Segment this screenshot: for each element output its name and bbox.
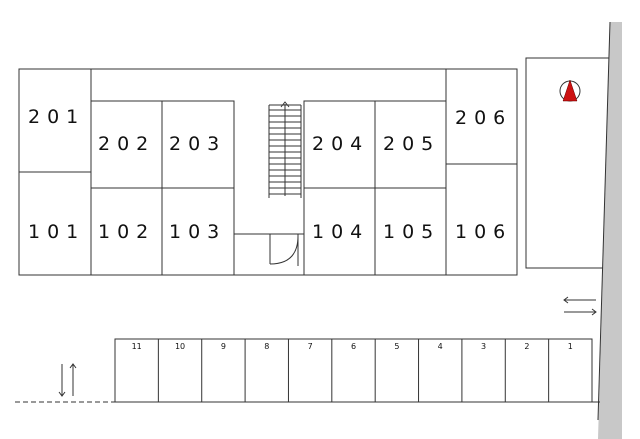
parking-slot-label: 3	[481, 342, 486, 351]
unit-block-206-106	[445, 68, 518, 276]
parking-slot-label: 10	[175, 342, 185, 351]
room-104-label: 104	[312, 221, 369, 243]
room-202-label: 202	[98, 133, 155, 155]
road-edge	[597, 21, 611, 421]
room-205-label: 205	[383, 133, 440, 155]
room-105-label: 105	[383, 221, 440, 243]
door-swing	[269, 235, 299, 265]
north-arrow-icon	[559, 79, 581, 102]
parking-outline	[114, 338, 593, 403]
room-102-label: 102	[98, 221, 155, 243]
parking-slot-label: 1	[568, 342, 573, 351]
room-101-label: 101	[28, 221, 85, 243]
room-206-label: 206	[455, 107, 512, 129]
parking-slot-label: 9	[221, 342, 226, 351]
two-way-arrow-vertical-icon	[58, 363, 77, 397]
parking-slot-label: 6	[351, 342, 356, 351]
parking-slot-label: 4	[438, 342, 443, 351]
parking-slot-label: 11	[132, 342, 142, 351]
road	[598, 22, 622, 439]
room-103-label: 103	[169, 221, 226, 243]
room-204-label: 204	[312, 133, 369, 155]
parking-slot-label: 7	[308, 342, 313, 351]
room-203-label: 203	[169, 133, 226, 155]
parking-lot: 11 10 9 8 7 6 5 4 3 2 1	[114, 338, 593, 403]
parking-slot-label: 2	[524, 342, 529, 351]
room-201-label: 201	[28, 106, 85, 128]
two-way-arrow-horizontal-icon	[563, 296, 597, 316]
parking-slot-label: 5	[394, 342, 399, 351]
staircase	[268, 101, 302, 198]
room-106-label: 106	[455, 221, 512, 243]
parking-slot-label: 8	[264, 342, 269, 351]
